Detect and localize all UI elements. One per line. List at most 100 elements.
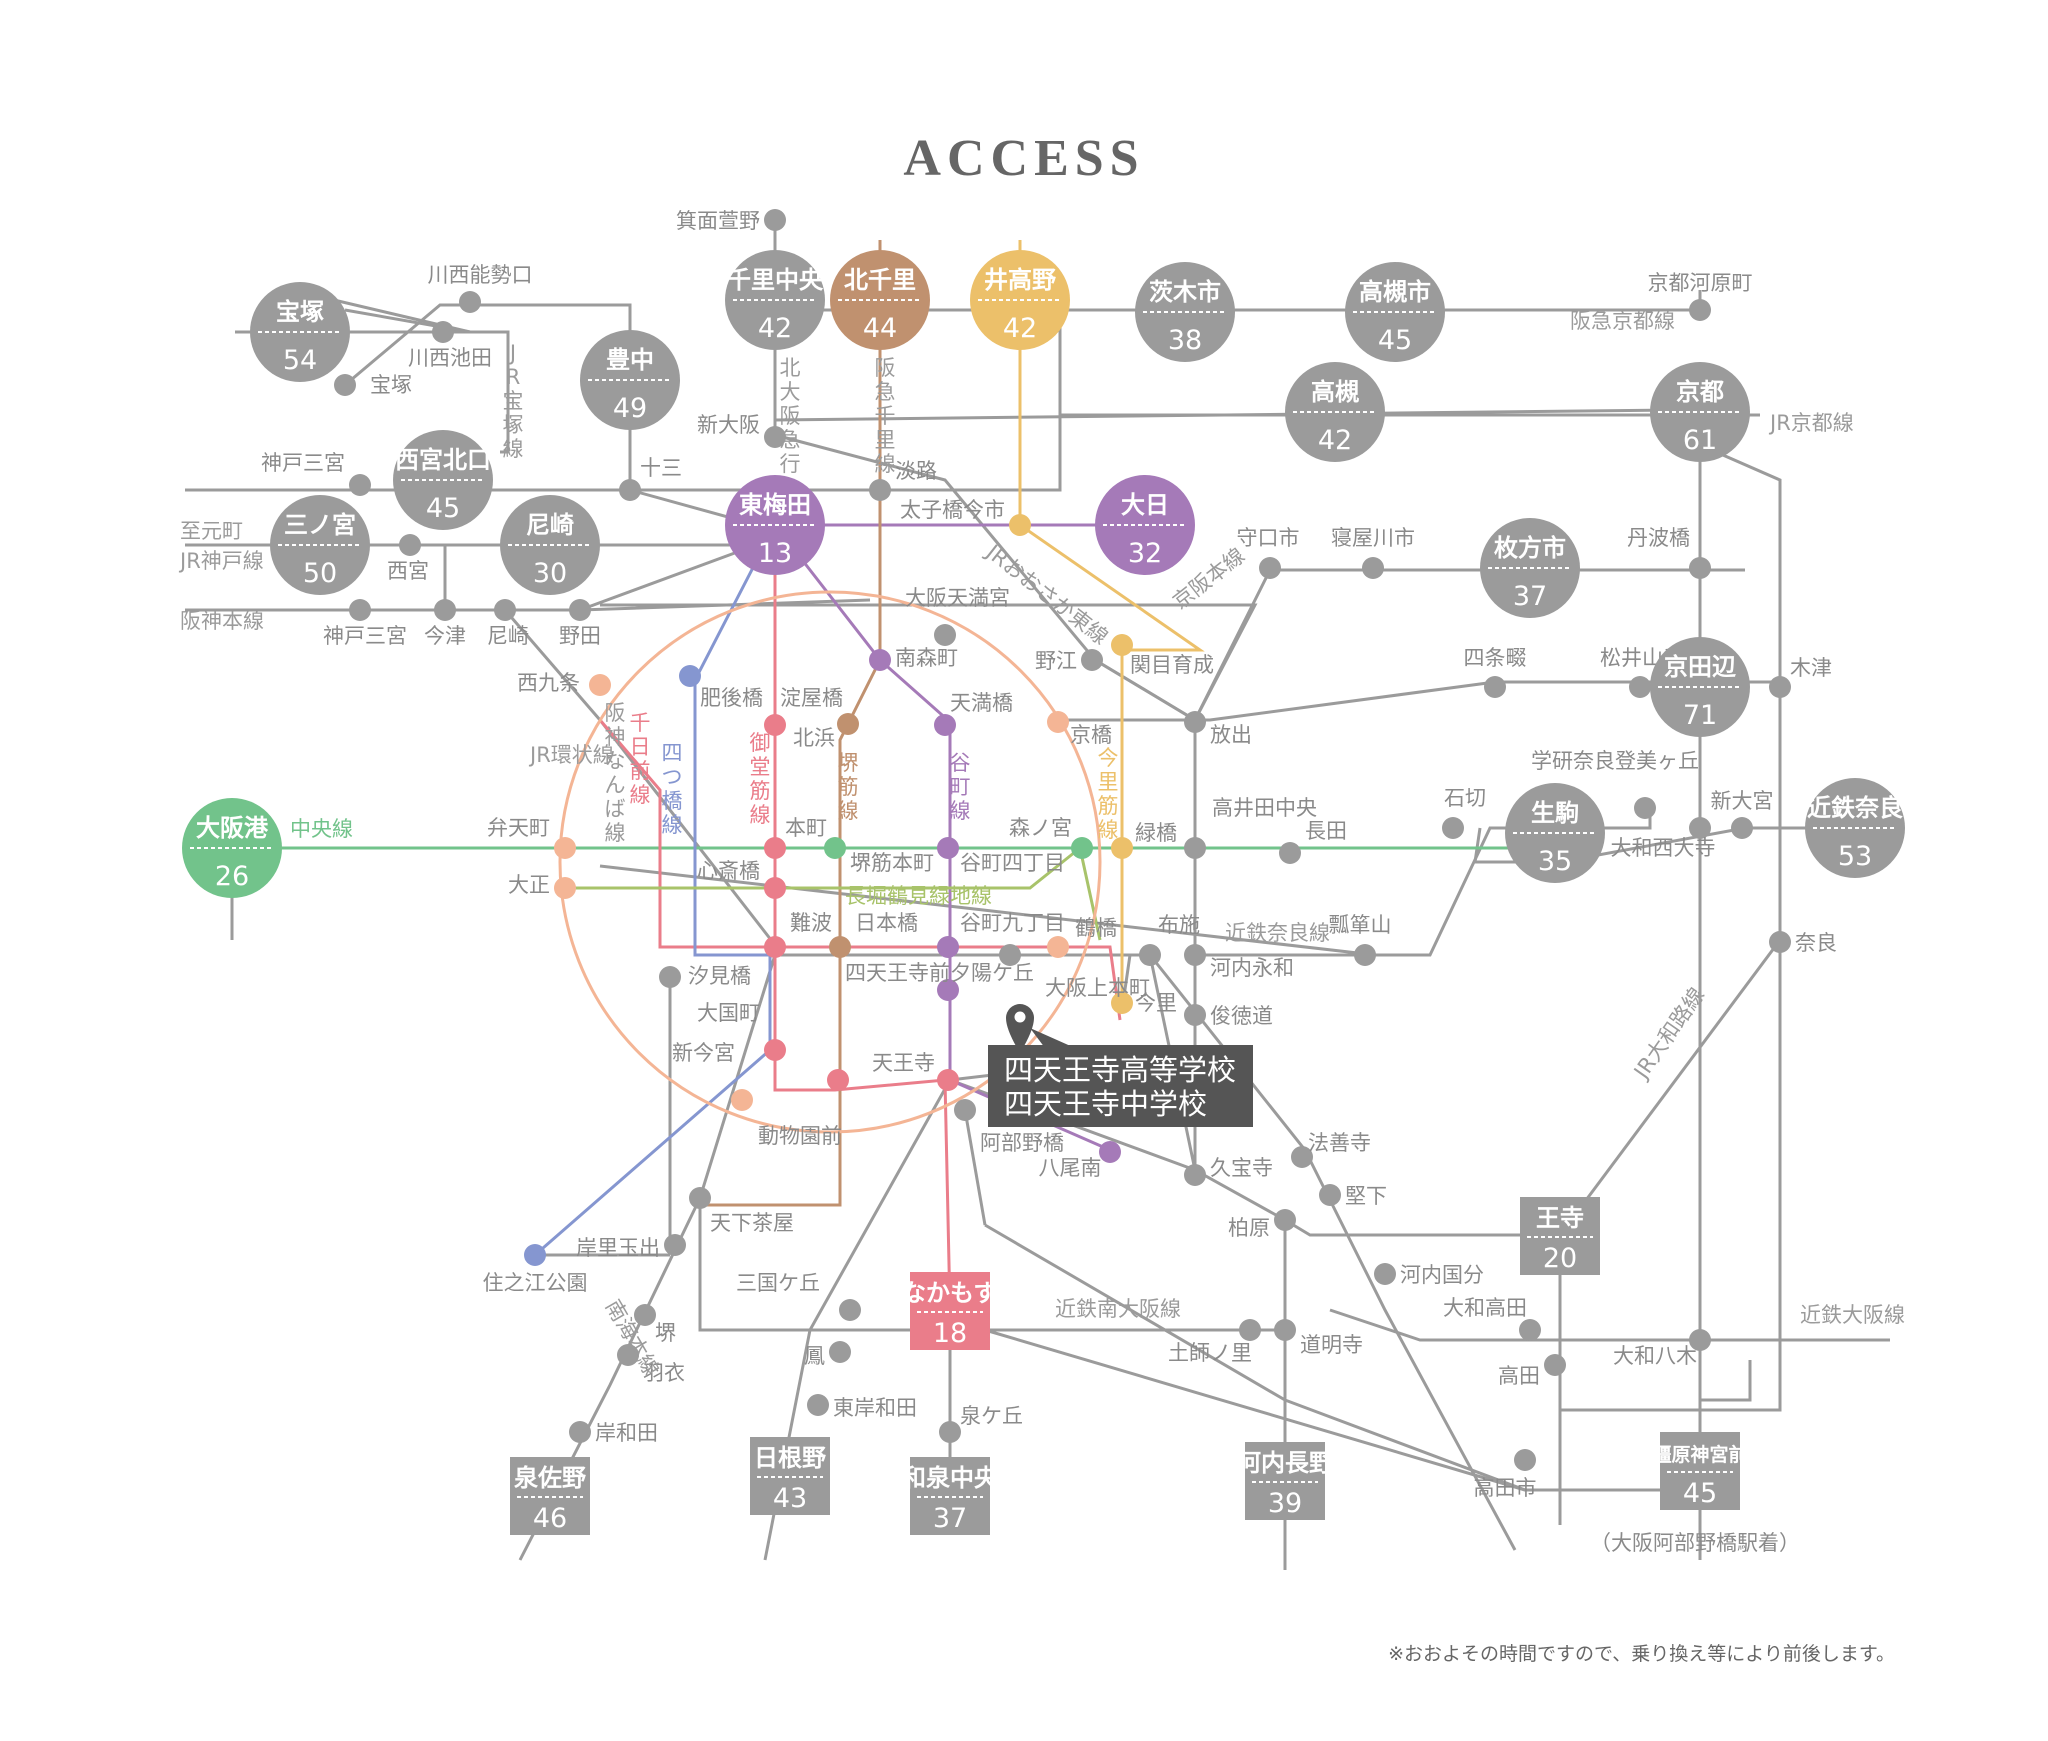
station-dot[interactable] (1689, 1329, 1711, 1351)
station-dot[interactable] (589, 674, 611, 696)
station-dot[interactable] (689, 1187, 711, 1209)
station-dot[interactable] (1514, 1449, 1536, 1471)
station-dot[interactable] (569, 1421, 591, 1443)
station-dot[interactable] (494, 599, 516, 621)
station-dot[interactable] (569, 599, 591, 621)
station-dot[interactable] (1047, 936, 1069, 958)
station-dot[interactable] (937, 837, 959, 859)
station-dot[interactable] (1184, 1164, 1206, 1186)
station-dot[interactable] (824, 837, 846, 859)
station-dot[interactable] (1274, 1319, 1296, 1341)
station-dot[interactable] (1184, 944, 1206, 966)
station-dot[interactable] (679, 665, 701, 687)
station-dot[interactable] (1111, 992, 1133, 1014)
station-dot[interactable] (1184, 1004, 1206, 1026)
station-dot[interactable] (1374, 1263, 1396, 1285)
station-dot[interactable] (432, 321, 454, 343)
station-dot[interactable] (1279, 842, 1301, 864)
station-dot[interactable] (837, 713, 859, 735)
station-dot[interactable] (764, 877, 786, 899)
station-dot[interactable] (937, 1069, 959, 1091)
station-dot[interactable] (939, 1421, 961, 1443)
station-dot[interactable] (1274, 1209, 1296, 1231)
station-dot[interactable] (954, 1099, 976, 1121)
station-dot[interactable] (1099, 1141, 1121, 1163)
station-dot[interactable] (1047, 711, 1069, 733)
station-dot[interactable] (399, 534, 421, 556)
station-dot[interactable] (934, 714, 956, 736)
station-dot[interactable] (554, 837, 576, 859)
station-dot[interactable] (1239, 1319, 1261, 1341)
station-dot[interactable] (869, 649, 891, 671)
station-dot[interactable] (829, 1341, 851, 1363)
station-dot[interactable] (1442, 817, 1464, 839)
station-dot[interactable] (764, 714, 786, 736)
station-dot[interactable] (1731, 817, 1753, 839)
station-dot[interactable] (349, 474, 371, 496)
station-dot[interactable] (764, 209, 786, 231)
station-dot[interactable] (1634, 797, 1656, 819)
station-dot[interactable] (524, 1244, 546, 1266)
station-dot[interactable] (459, 291, 481, 313)
station-dot[interactable] (1009, 514, 1031, 536)
station-dot[interactable] (664, 1234, 686, 1256)
station-dot[interactable] (1354, 944, 1376, 966)
station-dot[interactable] (764, 426, 786, 448)
station-dot[interactable] (349, 599, 371, 621)
station-dot[interactable] (839, 1299, 861, 1321)
station-dot[interactable] (937, 936, 959, 958)
station-dot[interactable] (619, 479, 641, 501)
station-dot[interactable] (1111, 837, 1133, 859)
station-dot[interactable] (1519, 1319, 1541, 1341)
station-dot[interactable] (1319, 1184, 1341, 1206)
station-dot[interactable] (1689, 817, 1711, 839)
station-dot[interactable] (1071, 837, 1093, 859)
station-dot[interactable] (764, 837, 786, 859)
station-dot[interactable] (999, 944, 1021, 966)
station-dot[interactable] (1689, 557, 1711, 579)
station-dot[interactable] (1111, 634, 1133, 656)
station-dot[interactable] (554, 877, 576, 899)
station-dot[interactable] (934, 624, 956, 646)
station-dot[interactable] (1184, 837, 1206, 859)
station-dot[interactable] (1769, 931, 1791, 953)
station-dot[interactable] (1259, 557, 1281, 579)
station-dot[interactable] (1769, 676, 1791, 698)
station-dot[interactable] (1184, 711, 1206, 733)
station-dot[interactable] (1081, 649, 1103, 671)
station-dot[interactable] (659, 966, 681, 988)
station-dot[interactable] (617, 1344, 639, 1366)
station-dot[interactable] (829, 936, 851, 958)
station-dot[interactable] (827, 1069, 849, 1091)
station-dot[interactable] (334, 374, 356, 396)
station-dot[interactable] (807, 1394, 829, 1416)
station-dot[interactable] (764, 936, 786, 958)
station-dot[interactable] (937, 979, 959, 1001)
station-dot[interactable] (434, 599, 456, 621)
station-dot[interactable] (1629, 676, 1651, 698)
station-dot[interactable] (634, 1304, 656, 1326)
station-dot[interactable] (764, 1039, 786, 1061)
